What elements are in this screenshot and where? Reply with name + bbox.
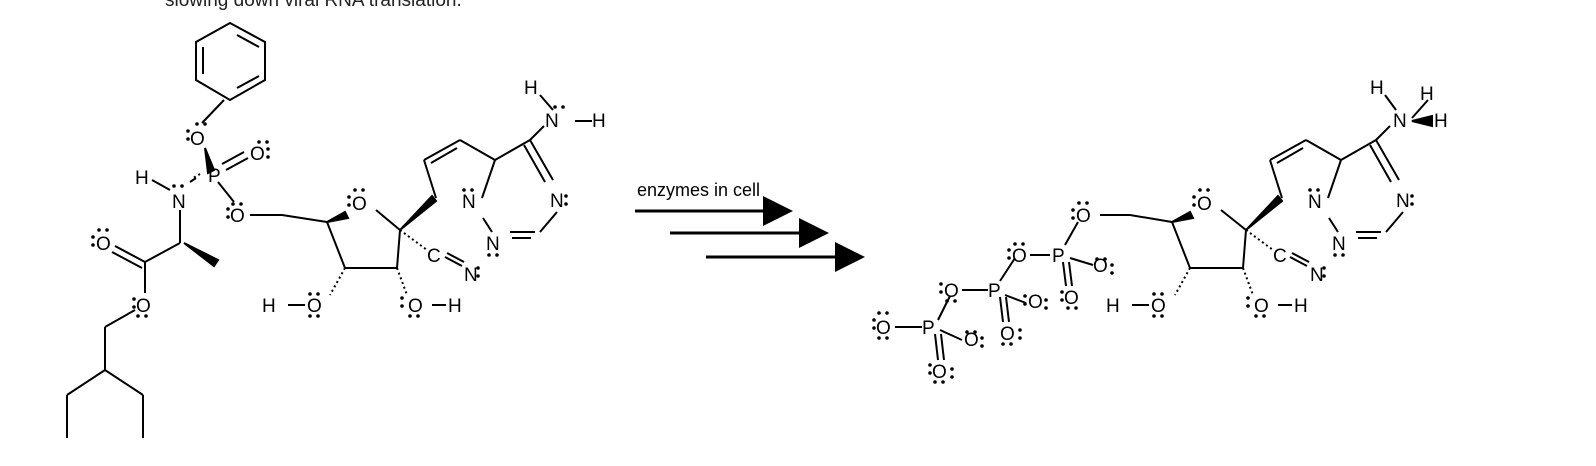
atom-O-beta-double: O <box>1000 324 1015 345</box>
atom-H-right-right: H <box>1294 296 1308 317</box>
atom-O-terminal: O <box>876 318 891 339</box>
atom-O-ester: O <box>230 206 245 227</box>
prodrug-atom-labels: O P O O N H O O O H O O H C N N N N N H … <box>96 78 606 317</box>
atom-O-gamma-side: O <box>964 330 979 351</box>
atom-P-alpha: P <box>1052 246 1065 267</box>
prodrug-lone-pairs <box>91 105 568 318</box>
atom-N-lower: N <box>486 234 500 255</box>
atom-N-ammonium: N <box>1393 111 1407 132</box>
atom-H-b: H <box>1420 84 1434 105</box>
atom-O-beta-side: O <box>1028 292 1043 313</box>
atom-O-gamma-double: O <box>932 362 947 383</box>
atom-O-hydroxy-c: O <box>1151 296 1166 317</box>
atom-H-amine-a: H <box>524 78 538 99</box>
atom-O-hydroxy-a: O <box>307 296 322 317</box>
atom-O-hydroxy-b: O <box>408 296 423 317</box>
atom-O-bridge-2: O <box>1012 246 1027 267</box>
atom-H: H <box>135 168 149 189</box>
atom-P-gamma: P <box>922 318 935 339</box>
remdesivir-prodrug-structure <box>66 21 592 438</box>
atom-P: P <box>208 166 221 187</box>
atom-H-left: H <box>262 296 276 317</box>
atom-N-lower-right: N <box>1332 234 1346 255</box>
atom-N-amine: N <box>545 111 559 132</box>
atom-O-phenoxy: O <box>190 129 205 150</box>
atom-O-double: O <box>250 144 265 165</box>
atom-N-right: N <box>550 191 564 212</box>
atom-O-carbonyl: O <box>96 234 111 255</box>
atom-O-bridge-1: O <box>944 281 959 302</box>
atom-H-a: H <box>1370 78 1384 99</box>
atom-C-nitrile: C <box>427 246 441 267</box>
atom-O-5prime: O <box>1076 206 1091 227</box>
atom-O-ring: O <box>352 194 367 215</box>
atom-P-beta: P <box>988 281 1001 302</box>
atom-O-alkoxy: O <box>136 296 151 317</box>
atom-H-left-right: H <box>1106 296 1120 317</box>
atom-N-nitrile: N <box>464 265 478 286</box>
atom-H-amine-b: H <box>592 111 606 132</box>
atom-N-bridge-right: N <box>1308 192 1322 213</box>
arrow-label: enzymes in cell <box>637 180 760 200</box>
atom-H-right: H <box>448 296 462 317</box>
atom-N-nitrile-right: N <box>1310 265 1324 286</box>
atom-C-nitrile-right: C <box>1273 246 1287 267</box>
atom-O-ring-right: O <box>1197 194 1212 215</box>
atom-N: N <box>172 192 186 213</box>
atom-O-alpha-side: O <box>1093 256 1108 277</box>
atom-O-hydroxy-d: O <box>1254 296 1269 317</box>
atom-O-alpha-double: O <box>1064 288 1079 309</box>
remdesivir-triphosphate-structure <box>895 94 1433 361</box>
triphosphate-lone-pairs <box>872 188 1414 384</box>
atom-N-right-right: N <box>1396 191 1410 212</box>
reaction-arrows <box>635 196 865 272</box>
atom-N-bridge: N <box>462 192 476 213</box>
triphosphate-atom-labels: O P O O O P O O O P O O O O H O O H C N … <box>876 78 1448 383</box>
caption-text: slowing down viral RNA translation. <box>165 0 462 11</box>
atom-H-c: H <box>1434 111 1448 132</box>
